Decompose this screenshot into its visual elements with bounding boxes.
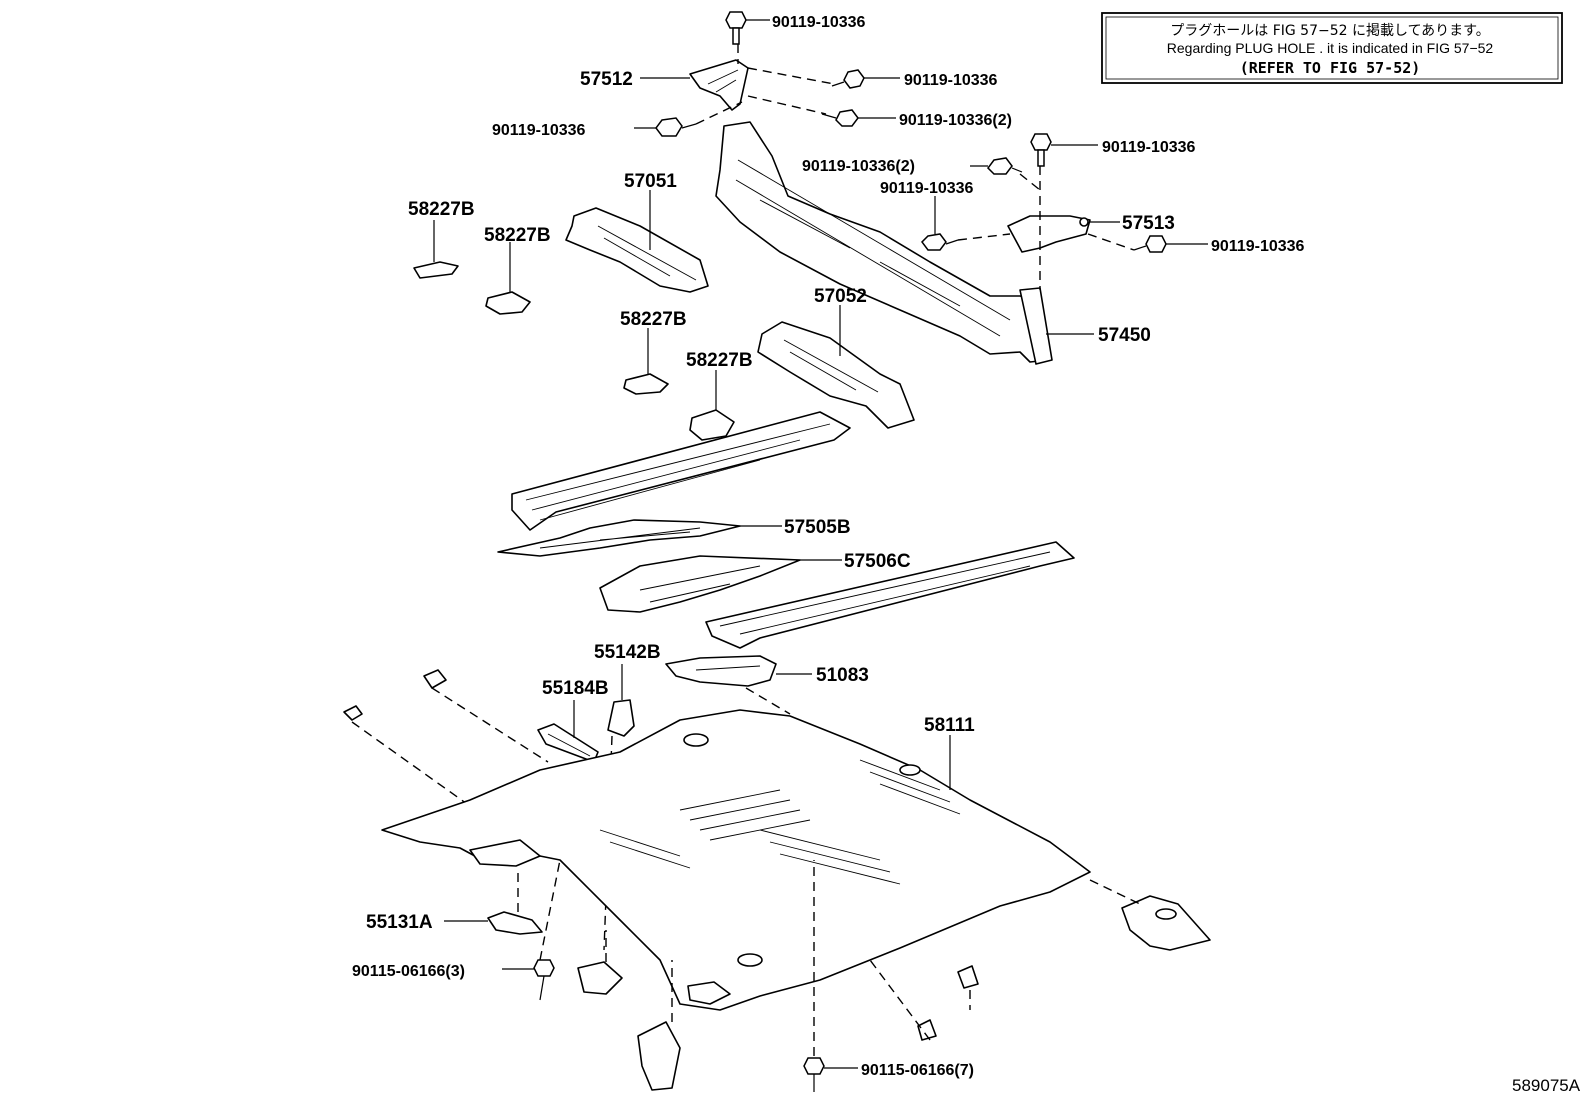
figure-id: 589075A bbox=[1512, 1076, 1581, 1095]
part-57450-cross-member bbox=[715, 121, 1094, 365]
label-90119-10336-2-r4: 90119-10336(2) bbox=[802, 158, 915, 175]
bolt-right-3 bbox=[1030, 133, 1098, 167]
label-58227B-b: 58227B bbox=[484, 225, 551, 246]
label-90119-10336-r1: 90119-10336 bbox=[904, 72, 998, 89]
label-57506C: 57506C bbox=[844, 551, 911, 572]
label-55131A: 55131A bbox=[366, 912, 433, 933]
label-57512: 57512 bbox=[580, 69, 633, 90]
label-55142B: 55142B bbox=[594, 642, 661, 663]
label-57505B: 57505B bbox=[784, 517, 851, 538]
label-58111: 58111 bbox=[924, 715, 975, 736]
label-57052: 57052 bbox=[814, 286, 867, 307]
bolt-right-4 bbox=[970, 157, 1023, 175]
label-90119-10336-r3: 90119-10336 bbox=[1102, 139, 1196, 156]
label-90115-06166-7: 90115-06166(7) bbox=[861, 1062, 974, 1079]
bolt-right-1 bbox=[831, 69, 900, 89]
part-58227B-plate-4 bbox=[689, 370, 735, 441]
part-57051-member bbox=[565, 190, 709, 293]
label-58227B-c: 58227B bbox=[620, 309, 687, 330]
label-57450: 57450 bbox=[1098, 325, 1151, 346]
part-rocker-rail-left bbox=[511, 411, 851, 531]
screw-90115-06166-bottom bbox=[803, 860, 858, 1092]
bolt-right-2 bbox=[821, 109, 896, 127]
assembly-guide-lines bbox=[695, 44, 1135, 290]
part-bottom-bracket-center bbox=[637, 960, 681, 1091]
label-90119-10336-left: 90119-10336 bbox=[492, 122, 586, 139]
label-57051: 57051 bbox=[624, 171, 677, 192]
part-55184B-bracket bbox=[537, 700, 599, 763]
part-clip-bottom-right bbox=[869, 959, 979, 1041]
part-58227B-plate-1 bbox=[413, 220, 459, 279]
label-90119-10336-top: 90119-10336 bbox=[772, 14, 866, 31]
label-58227B-d: 58227B bbox=[686, 350, 753, 371]
label-90119-10336-2-r2: 90119-10336(2) bbox=[899, 112, 1012, 129]
part-57505B-panel bbox=[497, 519, 782, 557]
part-rear-bracket-right bbox=[1089, 879, 1211, 951]
part-57513-bracket bbox=[1007, 215, 1120, 253]
part-58227B-plate-3 bbox=[623, 328, 669, 395]
part-bottom-bracket-left bbox=[577, 930, 623, 995]
bolt-right-5 bbox=[921, 196, 959, 251]
label-57513: 57513 bbox=[1122, 213, 1175, 234]
part-rocker-rail-right bbox=[705, 541, 1075, 649]
bolt-right-6 bbox=[1133, 235, 1208, 253]
label-90119-10336-r6: 90119-10336 bbox=[1211, 238, 1305, 255]
screw-90115-06166-left bbox=[502, 959, 555, 1001]
plug-hole-note: プラグホールは FIG 57−52 に掲載してあります。 Regarding P… bbox=[1101, 12, 1563, 84]
part-58227B-plate-2 bbox=[485, 242, 531, 315]
label-55184B: 55184B bbox=[542, 678, 609, 699]
note-jp-line: プラグホールは FIG 57−52 に掲載してあります。 bbox=[1170, 23, 1490, 39]
bolt-left bbox=[634, 117, 697, 137]
part-57512-bracket bbox=[640, 59, 749, 111]
note-ref-line: (REFER TO FIG 57-52) bbox=[1240, 59, 1421, 77]
part-57052-member bbox=[757, 305, 915, 429]
note-en-line: Regarding PLUG HOLE . it is indicated in… bbox=[1167, 40, 1494, 56]
label-90119-10336-r5: 90119-10336 bbox=[880, 180, 974, 197]
part-55131A-bracket bbox=[444, 859, 561, 961]
bolt-top bbox=[725, 11, 770, 45]
part-51083-panel bbox=[665, 655, 812, 715]
label-90115-06166-3: 90115-06166(3) bbox=[352, 963, 465, 980]
part-clip-left-1 bbox=[343, 705, 471, 807]
part-57506C-panel bbox=[599, 555, 842, 613]
part-clip-left-2 bbox=[423, 669, 549, 763]
part-58111-floor-pan bbox=[381, 709, 1091, 1011]
label-58227B-a: 58227B bbox=[408, 199, 475, 220]
label-51083: 51083 bbox=[816, 665, 869, 686]
